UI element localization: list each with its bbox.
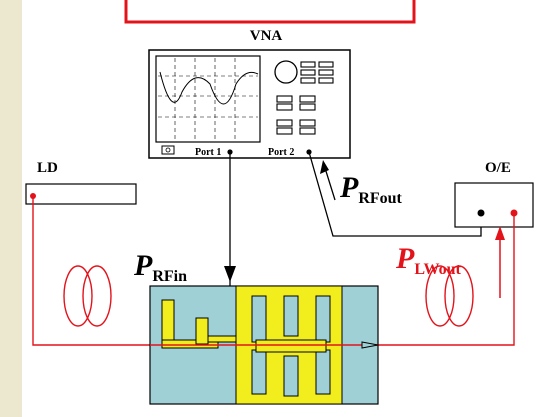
oe-converter-box	[454, 182, 534, 228]
port1-label: Port 1	[195, 147, 221, 158]
side-band	[0, 0, 22, 417]
measurement-setup-diagram: VNA	[25, 0, 534, 405]
ld-label: LD	[37, 160, 58, 176]
modulator-chip	[149, 285, 379, 405]
vna-screen	[155, 55, 261, 143]
slide-panel: VNA	[22, 0, 538, 417]
vna-power-icon	[161, 145, 175, 155]
taper-electrode	[161, 299, 237, 349]
p-rfin-label: PRFin	[133, 249, 187, 285]
oe-rf-port-icon	[477, 209, 485, 217]
oe-label: O/E	[485, 160, 511, 176]
port2-label: Port 2	[268, 147, 294, 158]
vna-knob-icon	[274, 60, 298, 84]
vna-trace	[159, 71, 259, 105]
title-box	[124, 0, 416, 24]
p-rfout-label: PRFout	[339, 171, 403, 207]
rf-output-arrow	[324, 167, 336, 201]
vna-buttons	[276, 61, 334, 135]
vna-label: VNA	[250, 28, 283, 44]
p-lwout-label: PLWout	[395, 242, 462, 278]
vna-instrument	[148, 49, 351, 159]
laser-diode-box	[25, 183, 137, 205]
optical-fiber	[32, 196, 515, 346]
electrode-gaps	[251, 295, 331, 397]
vna-screen-grid	[158, 58, 258, 140]
